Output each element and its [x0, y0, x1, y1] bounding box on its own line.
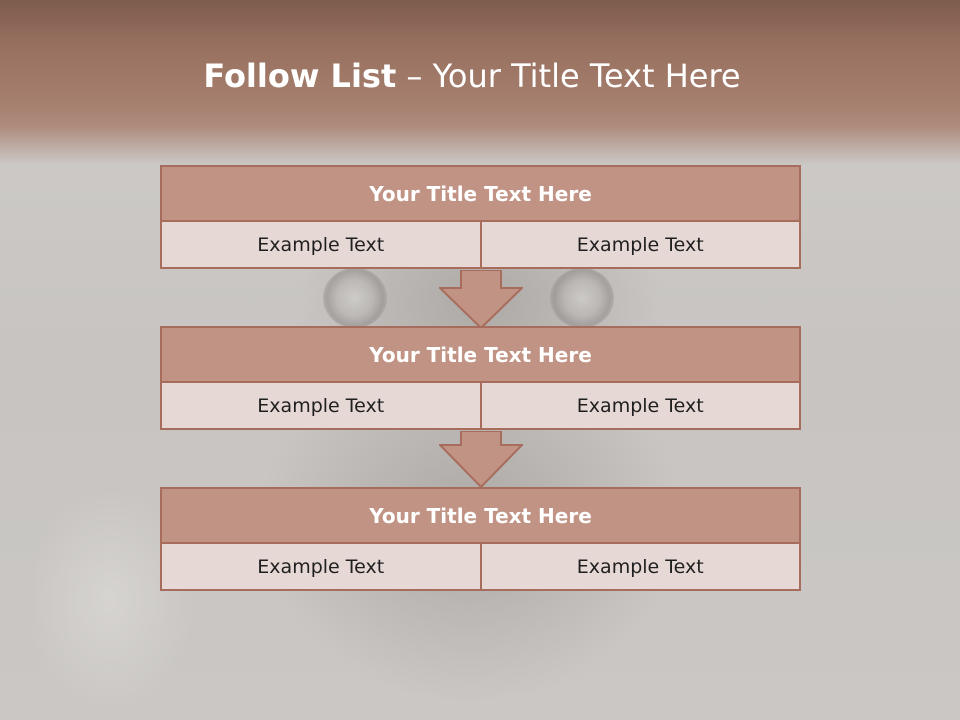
slide-title-subtitle: – Your Title Text Here: [396, 57, 741, 95]
step-row: Example Text Example Text: [160, 381, 801, 430]
step-cell-left: Example Text: [160, 220, 482, 269]
step-box-2: Your Title Text Here Example Text Exampl…: [160, 326, 801, 430]
step-title: Your Title Text Here: [160, 165, 801, 222]
background-photo-goggle-left: [323, 268, 387, 328]
slide-title: Follow List – Your Title Text Here: [0, 52, 944, 100]
step-cell-left: Example Text: [160, 542, 482, 591]
down-arrow-icon: [439, 431, 523, 489]
step-cell-right: Example Text: [479, 542, 801, 591]
step-cell-right: Example Text: [479, 220, 801, 269]
step-title: Your Title Text Here: [160, 326, 801, 383]
step-row: Example Text Example Text: [160, 542, 801, 591]
background-photo-goggle-right: [550, 268, 614, 328]
header-band: [0, 0, 960, 165]
step-row: Example Text Example Text: [160, 220, 801, 269]
step-box-3: Your Title Text Here Example Text Exampl…: [160, 487, 801, 591]
step-cell-right: Example Text: [479, 381, 801, 430]
down-arrow-icon: [439, 270, 523, 330]
slide-title-main: Follow List: [203, 57, 397, 95]
step-title: Your Title Text Here: [160, 487, 801, 544]
step-cell-left: Example Text: [160, 381, 482, 430]
step-box-1: Your Title Text Here Example Text Exampl…: [160, 165, 801, 269]
